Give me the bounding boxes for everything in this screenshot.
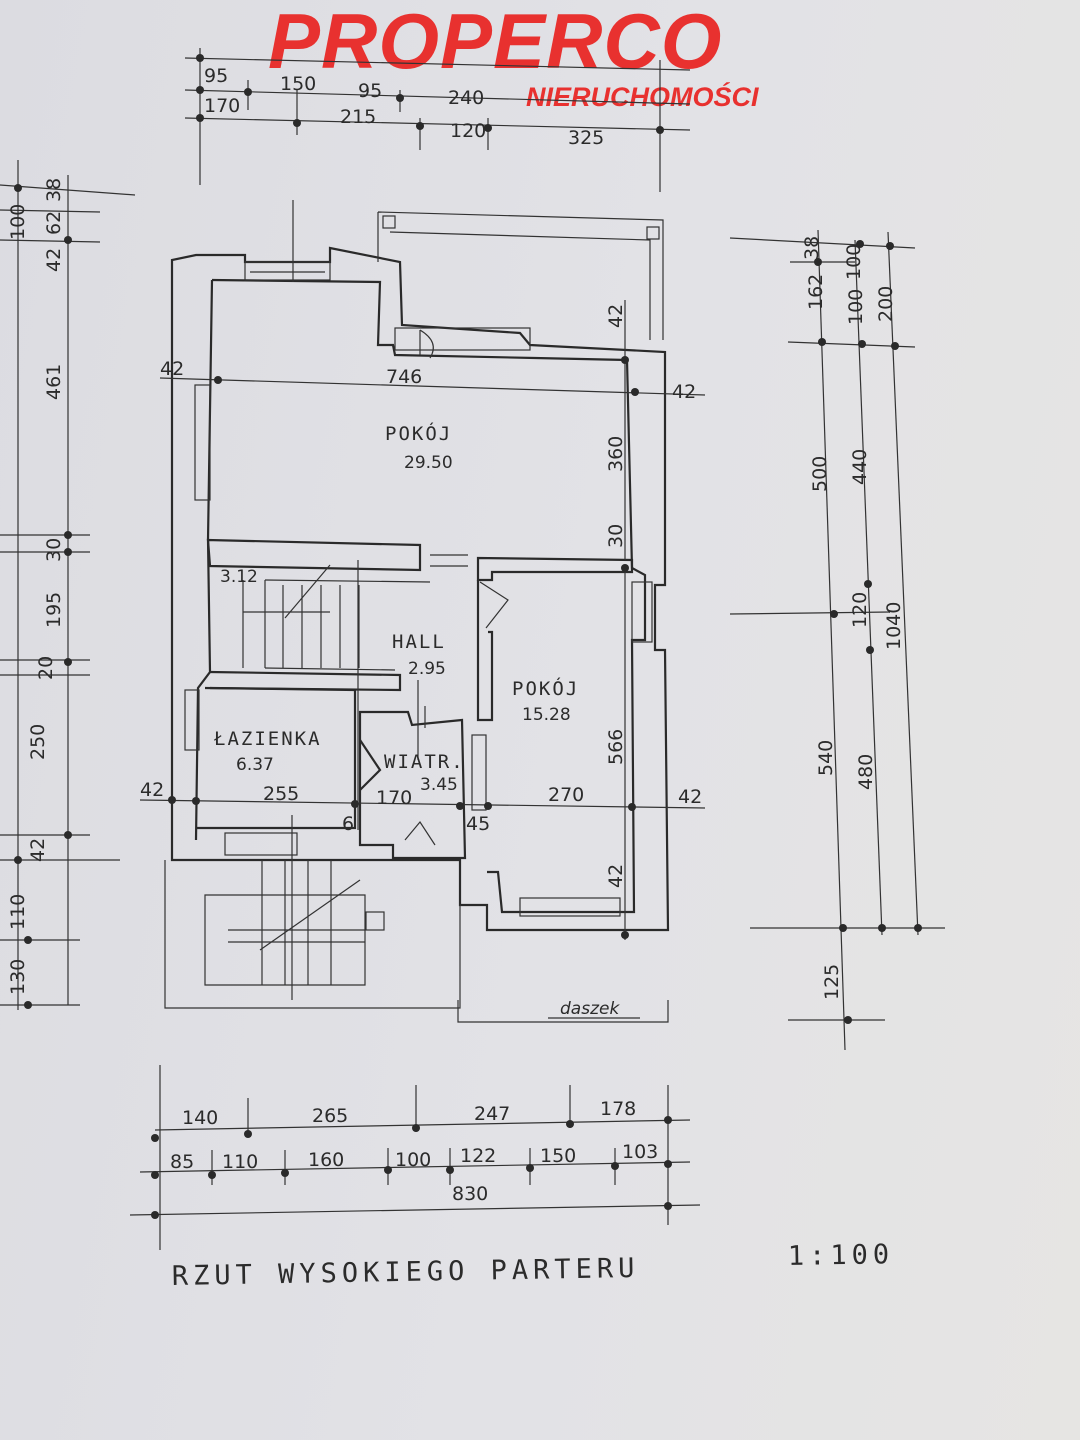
dim-top-240: 240 (448, 87, 484, 109)
room-area-hall: 2.95 (408, 659, 446, 679)
room-label-lazienka: ŁAZIENKA (213, 728, 322, 750)
dim-left-30: 30 (43, 538, 65, 562)
label-daszek: daszek (560, 999, 620, 1019)
entrance-stairs (164, 860, 461, 1009)
dim-wall-42-e: 42 (605, 304, 627, 328)
dim-left-110: 110 (7, 894, 29, 930)
dim-bottom-178: 178 (600, 1098, 636, 1120)
dim-right-540: 540 (815, 740, 837, 776)
properco-logo: PROPERCO (268, 0, 723, 85)
dim-inner-746: 746 (386, 366, 422, 388)
dim-inner-360: 360 (605, 436, 627, 472)
dim-right-440: 440 (849, 449, 871, 485)
room-area-stairs: 3.12 (220, 567, 258, 587)
dim-bottom-100: 100 (395, 1149, 431, 1171)
dim-bottom-247: 247 (474, 1103, 510, 1125)
left-dimensions: 100 42 62 38 461 30 195 20 250 42 110 13… (0, 160, 136, 1010)
dim-bottom-122: 122 (460, 1145, 496, 1167)
dim-wall-42-a: 42 (160, 358, 184, 380)
dim-left-62: 62 (43, 211, 65, 235)
dim-inner-170: 170 (376, 787, 412, 809)
plan-title: RZUT WYSOKIEGO PARTERU (172, 1253, 640, 1292)
room-labels: POKÓJ 29.50 3.12 HALL 2.95 POKÓJ 15.28 Ł… (213, 421, 620, 1019)
room-label-hall: HALL (392, 631, 446, 653)
dim-inner-566: 566 (605, 729, 627, 765)
inner-dimensions: 746 360 566 255 170 270 42 42 42 42 42 4… (139, 200, 706, 1000)
dim-wall-42-d: 42 (678, 786, 702, 808)
room-label-pokoj-small: POKÓJ (512, 676, 579, 700)
room-label-pokoj-large: POKÓJ (385, 421, 452, 445)
dim-left-461: 461 (43, 364, 65, 400)
dim-top-170: 170 (204, 95, 240, 117)
staircase (242, 564, 431, 671)
dim-bottom-140: 140 (182, 1107, 218, 1129)
room-area-wiatrolap: 3.45 (420, 775, 458, 795)
dim-bottom-85: 85 (170, 1151, 194, 1173)
dim-right-120: 120 (849, 592, 871, 628)
dim-bottom-265: 265 (312, 1105, 348, 1127)
plan-scale: 1:100 (788, 1239, 895, 1272)
dim-top-150: 150 (280, 73, 316, 95)
floor-plan-walls (164, 211, 670, 1023)
dim-inner-255: 255 (263, 783, 299, 805)
dim-right-100-a: 100 (843, 244, 865, 280)
dim-right-162: 162 (805, 274, 827, 310)
dim-right-125: 125 (821, 964, 843, 1000)
dim-left-250: 250 (27, 724, 49, 760)
dim-left-100: 100 (7, 204, 29, 240)
dim-top-325: 325 (568, 127, 604, 149)
dim-right-480: 480 (855, 754, 877, 790)
dim-left-130: 130 (7, 959, 29, 995)
room-area-pokoj-small: 15.28 (522, 705, 571, 725)
dim-left-42: 42 (43, 248, 65, 272)
room-area-pokoj-large: 29.50 (404, 453, 453, 473)
dim-top-215: 215 (340, 106, 376, 128)
dim-right-38: 38 (801, 236, 823, 260)
dim-wall-30: 30 (605, 524, 627, 548)
dim-left-42-b: 42 (27, 838, 49, 862)
dim-bottom-160: 160 (308, 1149, 344, 1171)
dim-top-95-a: 95 (204, 65, 228, 87)
dim-bottom-110: 110 (222, 1151, 258, 1173)
dim-left-20: 20 (35, 656, 57, 680)
room-label-wiatrolap: WIATR. (384, 751, 465, 773)
dim-right-1040: 1040 (883, 602, 905, 650)
dim-left-38: 38 (43, 178, 65, 202)
dim-top-120: 120 (450, 120, 486, 142)
dim-right-200: 200 (875, 286, 897, 322)
right-dimensions: 38 162 100 100 200 500 440 120 1040 540 … (729, 229, 945, 1051)
dim-top-95-b: 95 (358, 80, 382, 102)
bottom-dimensions: 140 265 247 178 85 110 160 100 122 150 1… (129, 1065, 701, 1250)
dim-wall-42-b: 42 (672, 381, 696, 403)
dim-wall-42-c: 42 (140, 779, 164, 801)
dim-wall-6: 6 (342, 813, 354, 835)
dim-bottom-103: 103 (622, 1141, 658, 1163)
dim-inner-270: 270 (548, 784, 584, 806)
dim-left-195: 195 (43, 592, 65, 628)
dim-wall-45: 45 (466, 813, 490, 835)
dim-right-500: 500 (809, 456, 831, 492)
top-dimensions: 95 150 95 240 170 215 120 325 (184, 48, 691, 192)
room-area-lazienka: 6.37 (236, 755, 274, 775)
dim-bottom-830: 830 (452, 1183, 488, 1205)
dim-right-100-b: 100 (845, 289, 867, 325)
dim-bottom-150: 150 (540, 1145, 576, 1167)
dim-wall-42-f: 42 (605, 864, 627, 888)
properco-logo-subtitle: NIERUCHOMOŚCI (526, 82, 759, 112)
